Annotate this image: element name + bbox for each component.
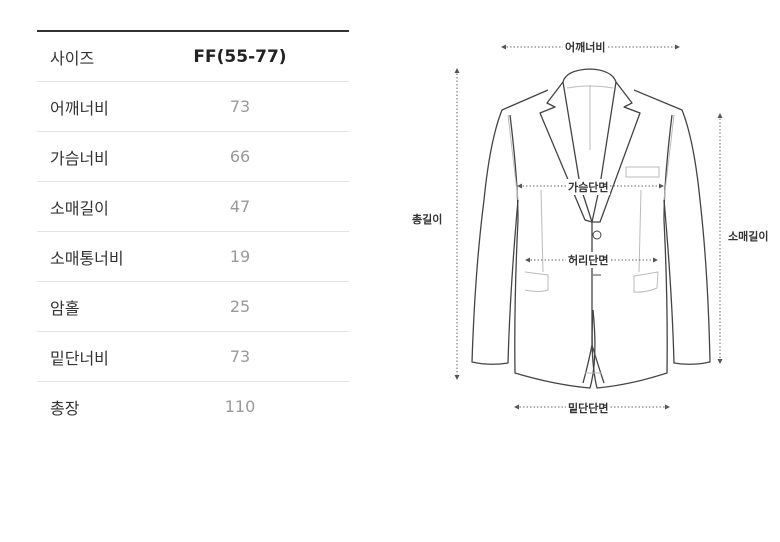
jacket-details-icon	[507, 85, 675, 374]
measure-lines	[456, 46, 721, 408]
row-value: 110	[224, 397, 256, 416]
row-label: 밑단너비	[50, 348, 109, 368]
size-table: 사이즈 FF(55-77) 어깨너비 73 가슴너비 66 소매길이 47 소매통너비…	[37, 30, 349, 431]
waist-label: 허리단면	[566, 252, 611, 268]
table-header-row: 사이즈 FF(55-77)	[37, 32, 349, 82]
table-row: 소매길이 47	[37, 182, 349, 232]
table-row: 암홀 25	[37, 282, 349, 332]
table-row: 어깨너비 73	[37, 82, 349, 132]
row-label: 소매통너비	[50, 248, 124, 268]
table-row: 가슴너비 66	[37, 132, 349, 182]
row-value: 19	[229, 247, 251, 266]
button-icon	[592, 230, 602, 240]
jacket-outline-icon	[471, 68, 711, 389]
row-label: 총장	[50, 398, 80, 418]
size-label: 사이즈	[50, 48, 95, 68]
row-value: 25	[229, 297, 251, 316]
table-row: 총장 110	[37, 382, 349, 431]
row-label: 어깨너비	[50, 98, 109, 118]
row-value: 47	[229, 197, 251, 216]
total-length-label: 총길이	[410, 211, 445, 227]
table-row: 소매통너비 19	[37, 232, 349, 282]
hem-label: 밑단단면	[566, 400, 611, 416]
row-label: 가슴너비	[50, 148, 109, 168]
row-label: 암홀	[50, 298, 80, 318]
arrowheads-icon	[454, 44, 723, 410]
row-value: 73	[229, 347, 251, 366]
shoulder-width-label: 어깨너비	[563, 39, 608, 55]
row-value: 73	[229, 97, 251, 116]
row-label: 소매길이	[50, 198, 109, 218]
table-row: 밑단너비 73	[37, 332, 349, 382]
sleeve-length-label: 소매길이	[726, 228, 771, 244]
row-value: 66	[229, 147, 251, 166]
chest-label: 가슴단면	[566, 179, 611, 195]
size-value: FF(55-77)	[193, 46, 287, 67]
